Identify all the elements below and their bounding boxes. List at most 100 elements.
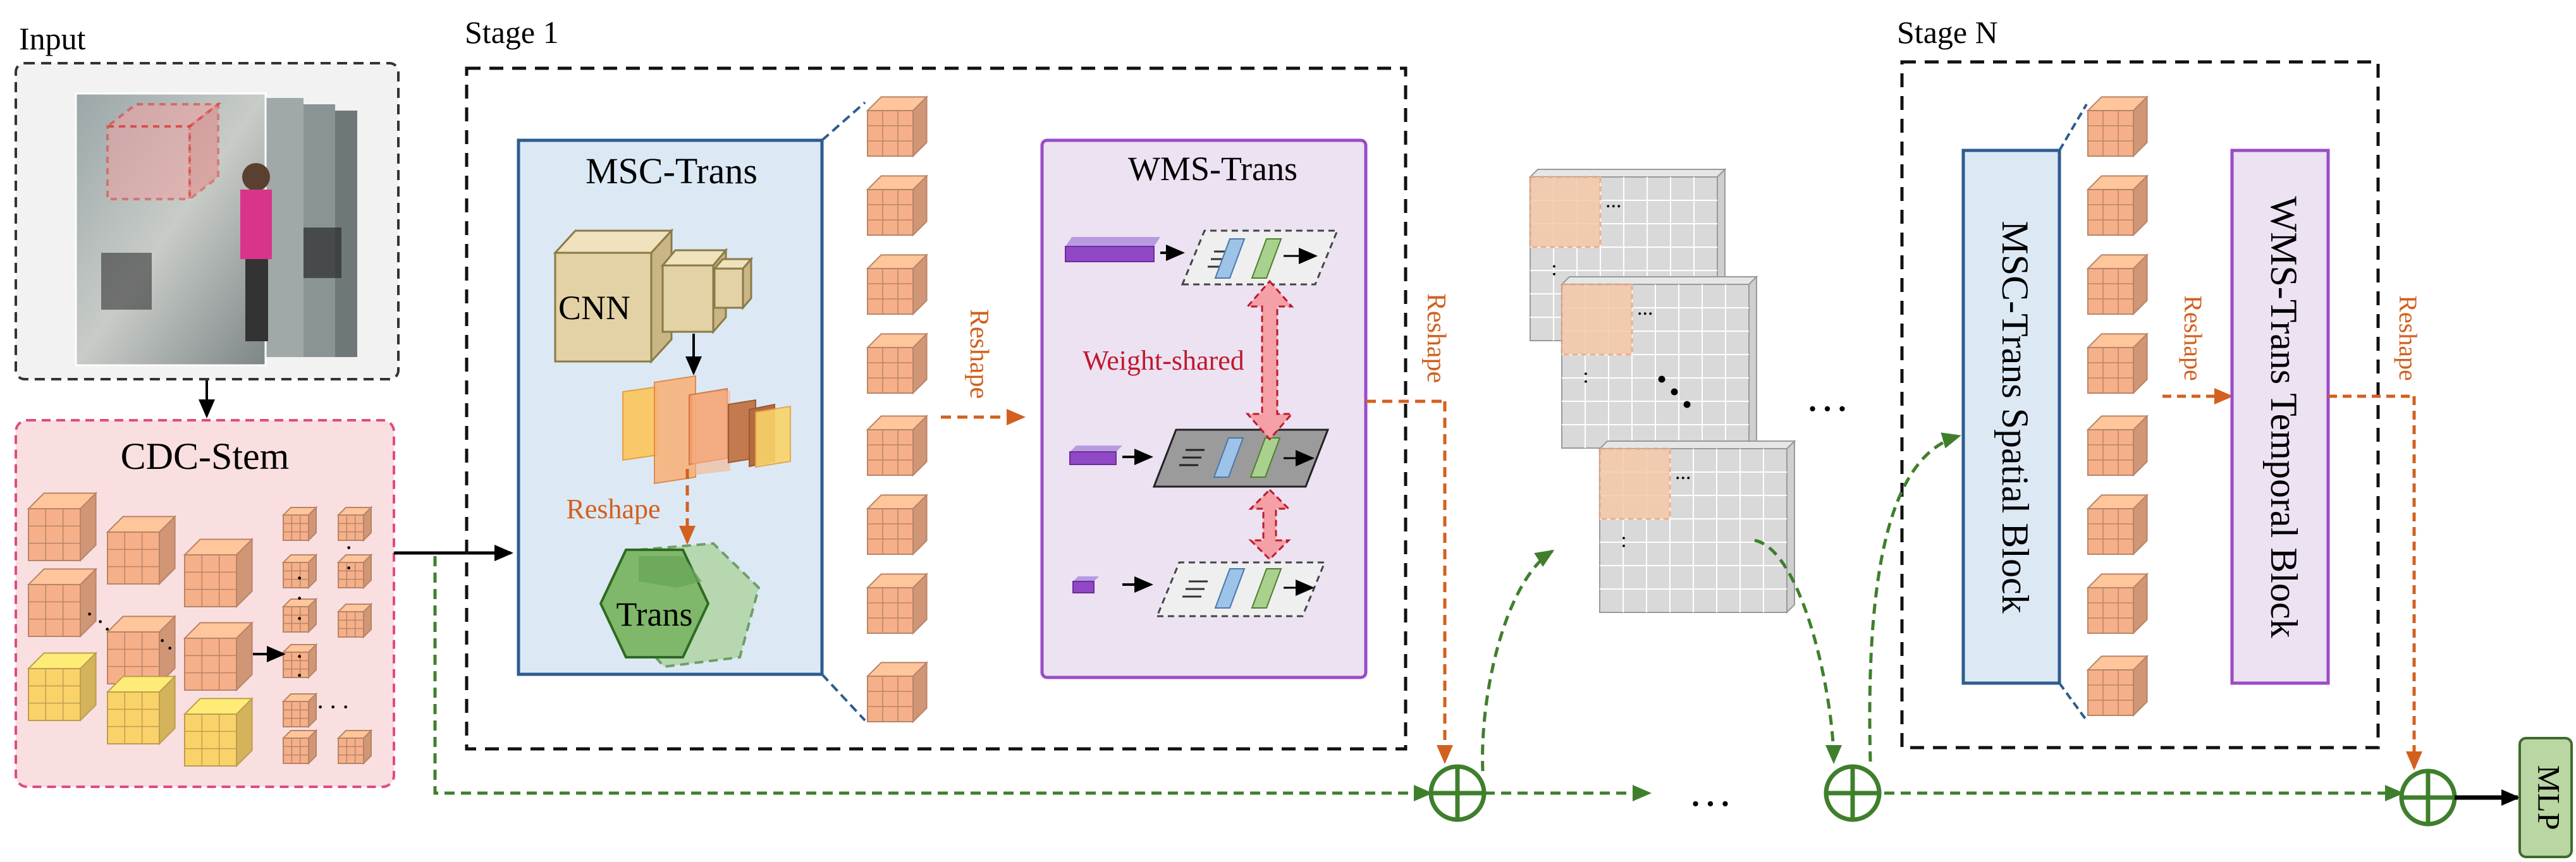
wms-temporal-block-label: WMS-Trans Temporal Block <box>2263 196 2305 638</box>
residual-green-path <box>433 432 2404 801</box>
cube-icon <box>336 553 373 590</box>
svg-text:·: · <box>295 604 304 633</box>
msc-reshape-label: Reshape <box>566 494 660 525</box>
cube-icon <box>866 493 929 556</box>
svg-text:·: · <box>103 615 111 643</box>
stageN-out-reshape-label: Reshape <box>2394 295 2422 381</box>
stageN-box <box>1900 60 2380 750</box>
bottom-ellipsis: … <box>1688 767 1733 816</box>
svg-text:·: · <box>345 554 353 582</box>
cube-icon <box>106 514 177 586</box>
cube-icon <box>2086 253 2149 316</box>
add-node-stageN <box>2399 768 2457 827</box>
wms-row-1 <box>1065 229 1339 286</box>
cube-icon <box>106 674 177 746</box>
svg-text:·: · <box>295 564 304 592</box>
svg-text:•: • <box>1669 375 1679 408</box>
msc-spatial-block-label: MSC-Trans Spatial Block <box>1994 221 2036 613</box>
cube-icon <box>2086 572 2149 635</box>
svg-text:·: · <box>96 607 104 636</box>
input-highlight-cuboid <box>104 101 222 202</box>
svg-text:·: · <box>295 661 304 689</box>
token-grid: ...: <box>1560 275 1758 450</box>
stage1-box <box>465 66 1408 751</box>
svg-text:·: · <box>295 584 304 612</box>
svg-text:...: ... <box>1637 296 1653 320</box>
cube-icon <box>336 602 373 639</box>
stageN-zoom-bottom <box>2058 682 2088 722</box>
cube-icon <box>2086 493 2149 556</box>
cube-icon <box>2086 174 2149 237</box>
wms-trans-label: WMS-Trans <box>1128 150 1297 188</box>
cube-icon <box>281 553 318 590</box>
cdc-stem-label: CDC-Stem <box>121 435 290 477</box>
add-node-stage1 <box>1428 764 1487 822</box>
wms-row-2 <box>1069 428 1330 488</box>
cube-icon <box>281 506 318 542</box>
svg-text:·: · <box>295 642 304 671</box>
svg-text::: : <box>1583 364 1588 387</box>
stageN-token-column <box>2086 95 2149 717</box>
zoom-line-bottom <box>821 673 866 722</box>
cube-icon <box>281 597 318 634</box>
cube-icon <box>27 567 98 638</box>
feature-maps <box>622 375 791 485</box>
input-label: Input <box>19 21 86 56</box>
svg-text:·: · <box>85 600 94 628</box>
token-grid: ...: <box>1598 439 1796 614</box>
wms-row-3 <box>1072 561 1327 617</box>
cube-icon <box>281 729 318 765</box>
svg-text::: : <box>1551 257 1557 280</box>
cube-icon <box>183 621 254 692</box>
cube-icon <box>2086 414 2149 477</box>
weight-shared-label: Weight-shared <box>1083 345 1244 376</box>
svg-text:...: ... <box>1675 461 1691 484</box>
grid-stack-dots: ••• <box>1657 363 1692 420</box>
add-node-middle <box>1824 764 1882 822</box>
cube-icon <box>183 537 254 609</box>
mlp-label: MLP <box>2532 765 2567 830</box>
cube-icon <box>281 692 318 729</box>
cube-icon <box>866 332 929 395</box>
token-grid-stack: ...:...:...: <box>1528 167 1796 614</box>
cube-icon <box>106 614 177 686</box>
stage1-label: Stage 1 <box>465 15 559 50</box>
wms-temporal-block-box <box>2230 149 2330 685</box>
middle-ellipsis: … <box>1805 372 1849 421</box>
svg-text:·: · <box>341 693 350 721</box>
svg-text:...: ... <box>1605 189 1622 212</box>
stageN-zoom-top <box>2058 103 2088 152</box>
cube-icon <box>336 506 373 542</box>
svg-text:·: · <box>316 693 324 721</box>
cube-icon <box>866 660 929 724</box>
cube-icon <box>866 414 929 477</box>
cnn-block <box>553 228 754 364</box>
cube-icon <box>866 174 929 237</box>
cube-icon <box>281 643 318 679</box>
stageN-mid-reshape-label: Reshape <box>2179 295 2207 381</box>
stage1-out-reshape-label: Reshape <box>1421 293 1451 383</box>
zoom-line-top <box>821 101 866 142</box>
svg-text:·: · <box>345 533 353 562</box>
svg-text:·: · <box>166 634 174 662</box>
cube-icon <box>866 95 929 158</box>
cnn-label: CNN <box>558 289 630 327</box>
cdc-stem-dots: ··· ·· ··· ·· ·· ··· <box>85 533 353 721</box>
msc-spatial-block-box <box>1961 149 2061 685</box>
weight-shared-arrows <box>1245 279 1294 561</box>
svg-text:•: • <box>1657 363 1667 395</box>
trans-label: Trans <box>616 595 692 633</box>
svg-text::: : <box>1621 528 1626 552</box>
reshape-after-cubes-label: Reshape <box>964 309 993 399</box>
cube-icon <box>183 696 254 768</box>
msc-trans-label: MSC-Trans <box>586 150 757 191</box>
svg-text:•: • <box>1682 388 1692 420</box>
cube-icon <box>866 572 929 635</box>
cube-icon <box>2086 654 2149 717</box>
svg-text:·: · <box>329 693 337 721</box>
cube-icon <box>866 253 929 316</box>
cube-icon <box>27 651 98 722</box>
stageN-label: Stage N <box>1897 15 1998 50</box>
cube-icon <box>2086 95 2149 158</box>
